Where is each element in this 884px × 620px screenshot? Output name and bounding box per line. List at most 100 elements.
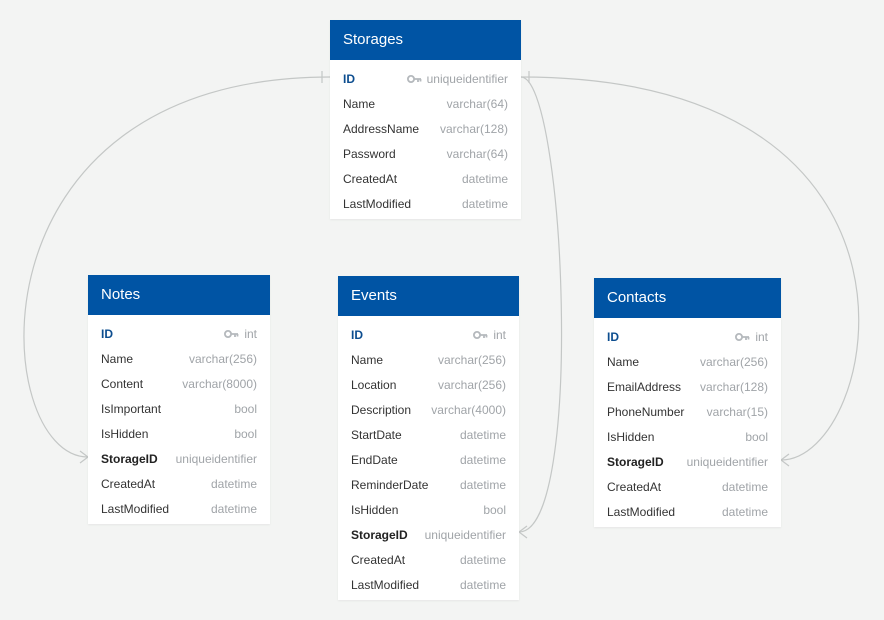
field-type: varchar(256) bbox=[700, 355, 768, 369]
field-row[interactable]: Name varchar(256) bbox=[594, 349, 781, 374]
field-row[interactable]: CreatedAt datetime bbox=[338, 547, 519, 572]
field-type-label: varchar(256) bbox=[437, 377, 506, 392]
field-name: CreatedAt bbox=[101, 476, 156, 491]
field-name: LastModified bbox=[351, 577, 420, 592]
field-row[interactable]: ID int bbox=[88, 321, 270, 346]
field-type: varchar(64) bbox=[447, 147, 508, 161]
field-type: datetime bbox=[722, 505, 768, 519]
field-row[interactable]: LastModified datetime bbox=[330, 191, 521, 216]
field-type-label: varchar(64) bbox=[446, 96, 508, 111]
field-name: StartDate bbox=[351, 427, 402, 442]
field-row[interactable]: CreatedAt datetime bbox=[88, 471, 270, 496]
field-row[interactable]: PhoneNumber varchar(15) bbox=[594, 399, 781, 424]
field-type: bool bbox=[483, 503, 506, 517]
field-row[interactable]: LastModified datetime bbox=[594, 499, 781, 524]
field-row[interactable]: Name varchar(256) bbox=[88, 346, 270, 371]
field-type: int bbox=[224, 327, 257, 341]
field-type-label: datetime bbox=[461, 171, 508, 186]
field-name: EmailAddress bbox=[607, 379, 682, 394]
field-type: varchar(256) bbox=[438, 353, 506, 367]
field-type-label: varchar(256) bbox=[437, 352, 506, 367]
field-row[interactable]: Password varchar(64) bbox=[330, 141, 521, 166]
field-type-label: varchar(4000) bbox=[431, 402, 506, 417]
field-type: datetime bbox=[460, 553, 506, 567]
primary-key-icon bbox=[406, 74, 422, 83]
field-type-label: int bbox=[493, 327, 506, 342]
field-type: datetime bbox=[211, 477, 257, 491]
link-events-storages[interactable] bbox=[518, 76, 563, 533]
field-type-label: bool bbox=[234, 426, 257, 441]
field-type-label: datetime bbox=[721, 504, 768, 519]
field-type-label: varchar(15) bbox=[706, 404, 768, 419]
field-name: PhoneNumber bbox=[607, 404, 685, 419]
field-type-label: datetime bbox=[210, 476, 257, 491]
link-contacts-storages[interactable] bbox=[520, 76, 860, 461]
field-row[interactable]: ID uniqueidentifier bbox=[330, 66, 521, 91]
field-type-label: varchar(8000) bbox=[182, 376, 257, 391]
field-type: varchar(128) bbox=[440, 122, 508, 136]
field-row[interactable]: LastModified datetime bbox=[338, 572, 519, 597]
field-type-label: varchar(256) bbox=[188, 351, 257, 366]
field-name: LastModified bbox=[607, 504, 676, 519]
field-name: IsHidden bbox=[351, 502, 399, 517]
field-type-label: uniqueidentifier bbox=[424, 527, 506, 542]
field-type: bool bbox=[745, 430, 768, 444]
field-type-label: uniqueidentifier bbox=[686, 454, 768, 469]
table-contacts-title[interactable]: Contacts bbox=[594, 278, 781, 318]
field-row[interactable]: IsHidden bool bbox=[594, 424, 781, 449]
field-row[interactable]: IsHidden bool bbox=[338, 497, 519, 522]
field-row[interactable]: StartDate datetime bbox=[338, 422, 519, 447]
field-type-label: bool bbox=[483, 502, 506, 517]
field-row[interactable]: Name varchar(64) bbox=[330, 91, 521, 116]
field-type: varchar(256) bbox=[189, 352, 257, 366]
field-name: Name bbox=[101, 351, 134, 366]
field-name: ID bbox=[343, 71, 355, 86]
field-name: CreatedAt bbox=[351, 552, 406, 567]
table-storages-title[interactable]: Storages bbox=[330, 20, 521, 60]
field-name: LastModified bbox=[101, 501, 170, 516]
field-type: bool bbox=[234, 402, 257, 416]
field-type: datetime bbox=[462, 197, 508, 211]
table-events-title[interactable]: Events bbox=[338, 276, 519, 316]
field-name: LastModified bbox=[343, 196, 412, 211]
field-type: varchar(256) bbox=[438, 378, 506, 392]
field-name: ID bbox=[101, 326, 113, 341]
field-type-label: datetime bbox=[459, 577, 506, 592]
field-type: datetime bbox=[722, 480, 768, 494]
field-name: Password bbox=[343, 146, 396, 161]
table-notes-title[interactable]: Notes bbox=[88, 275, 270, 315]
primary-key-icon bbox=[473, 330, 488, 339]
field-name: Name bbox=[343, 96, 376, 111]
field-name: Name bbox=[607, 354, 640, 369]
field-name: IsHidden bbox=[607, 429, 655, 444]
link-notes-storages[interactable] bbox=[23, 76, 331, 458]
field-type-label: uniqueidentifier bbox=[175, 451, 257, 466]
field-type: uniqueidentifier bbox=[406, 72, 508, 86]
field-type: datetime bbox=[460, 428, 506, 442]
